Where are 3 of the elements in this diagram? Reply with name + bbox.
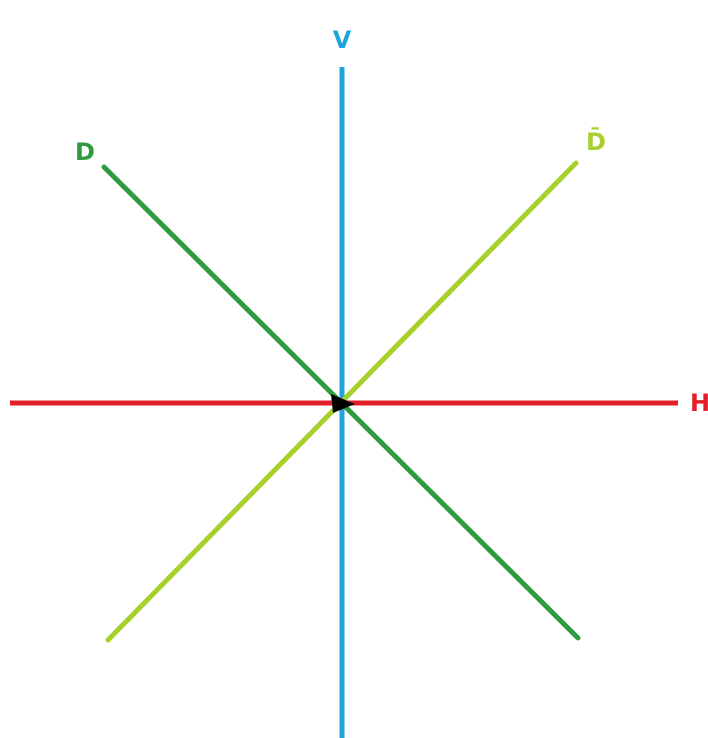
axis-label: D: [75, 140, 95, 164]
axis-label: H: [690, 391, 708, 415]
axis-label: V: [332, 28, 352, 52]
